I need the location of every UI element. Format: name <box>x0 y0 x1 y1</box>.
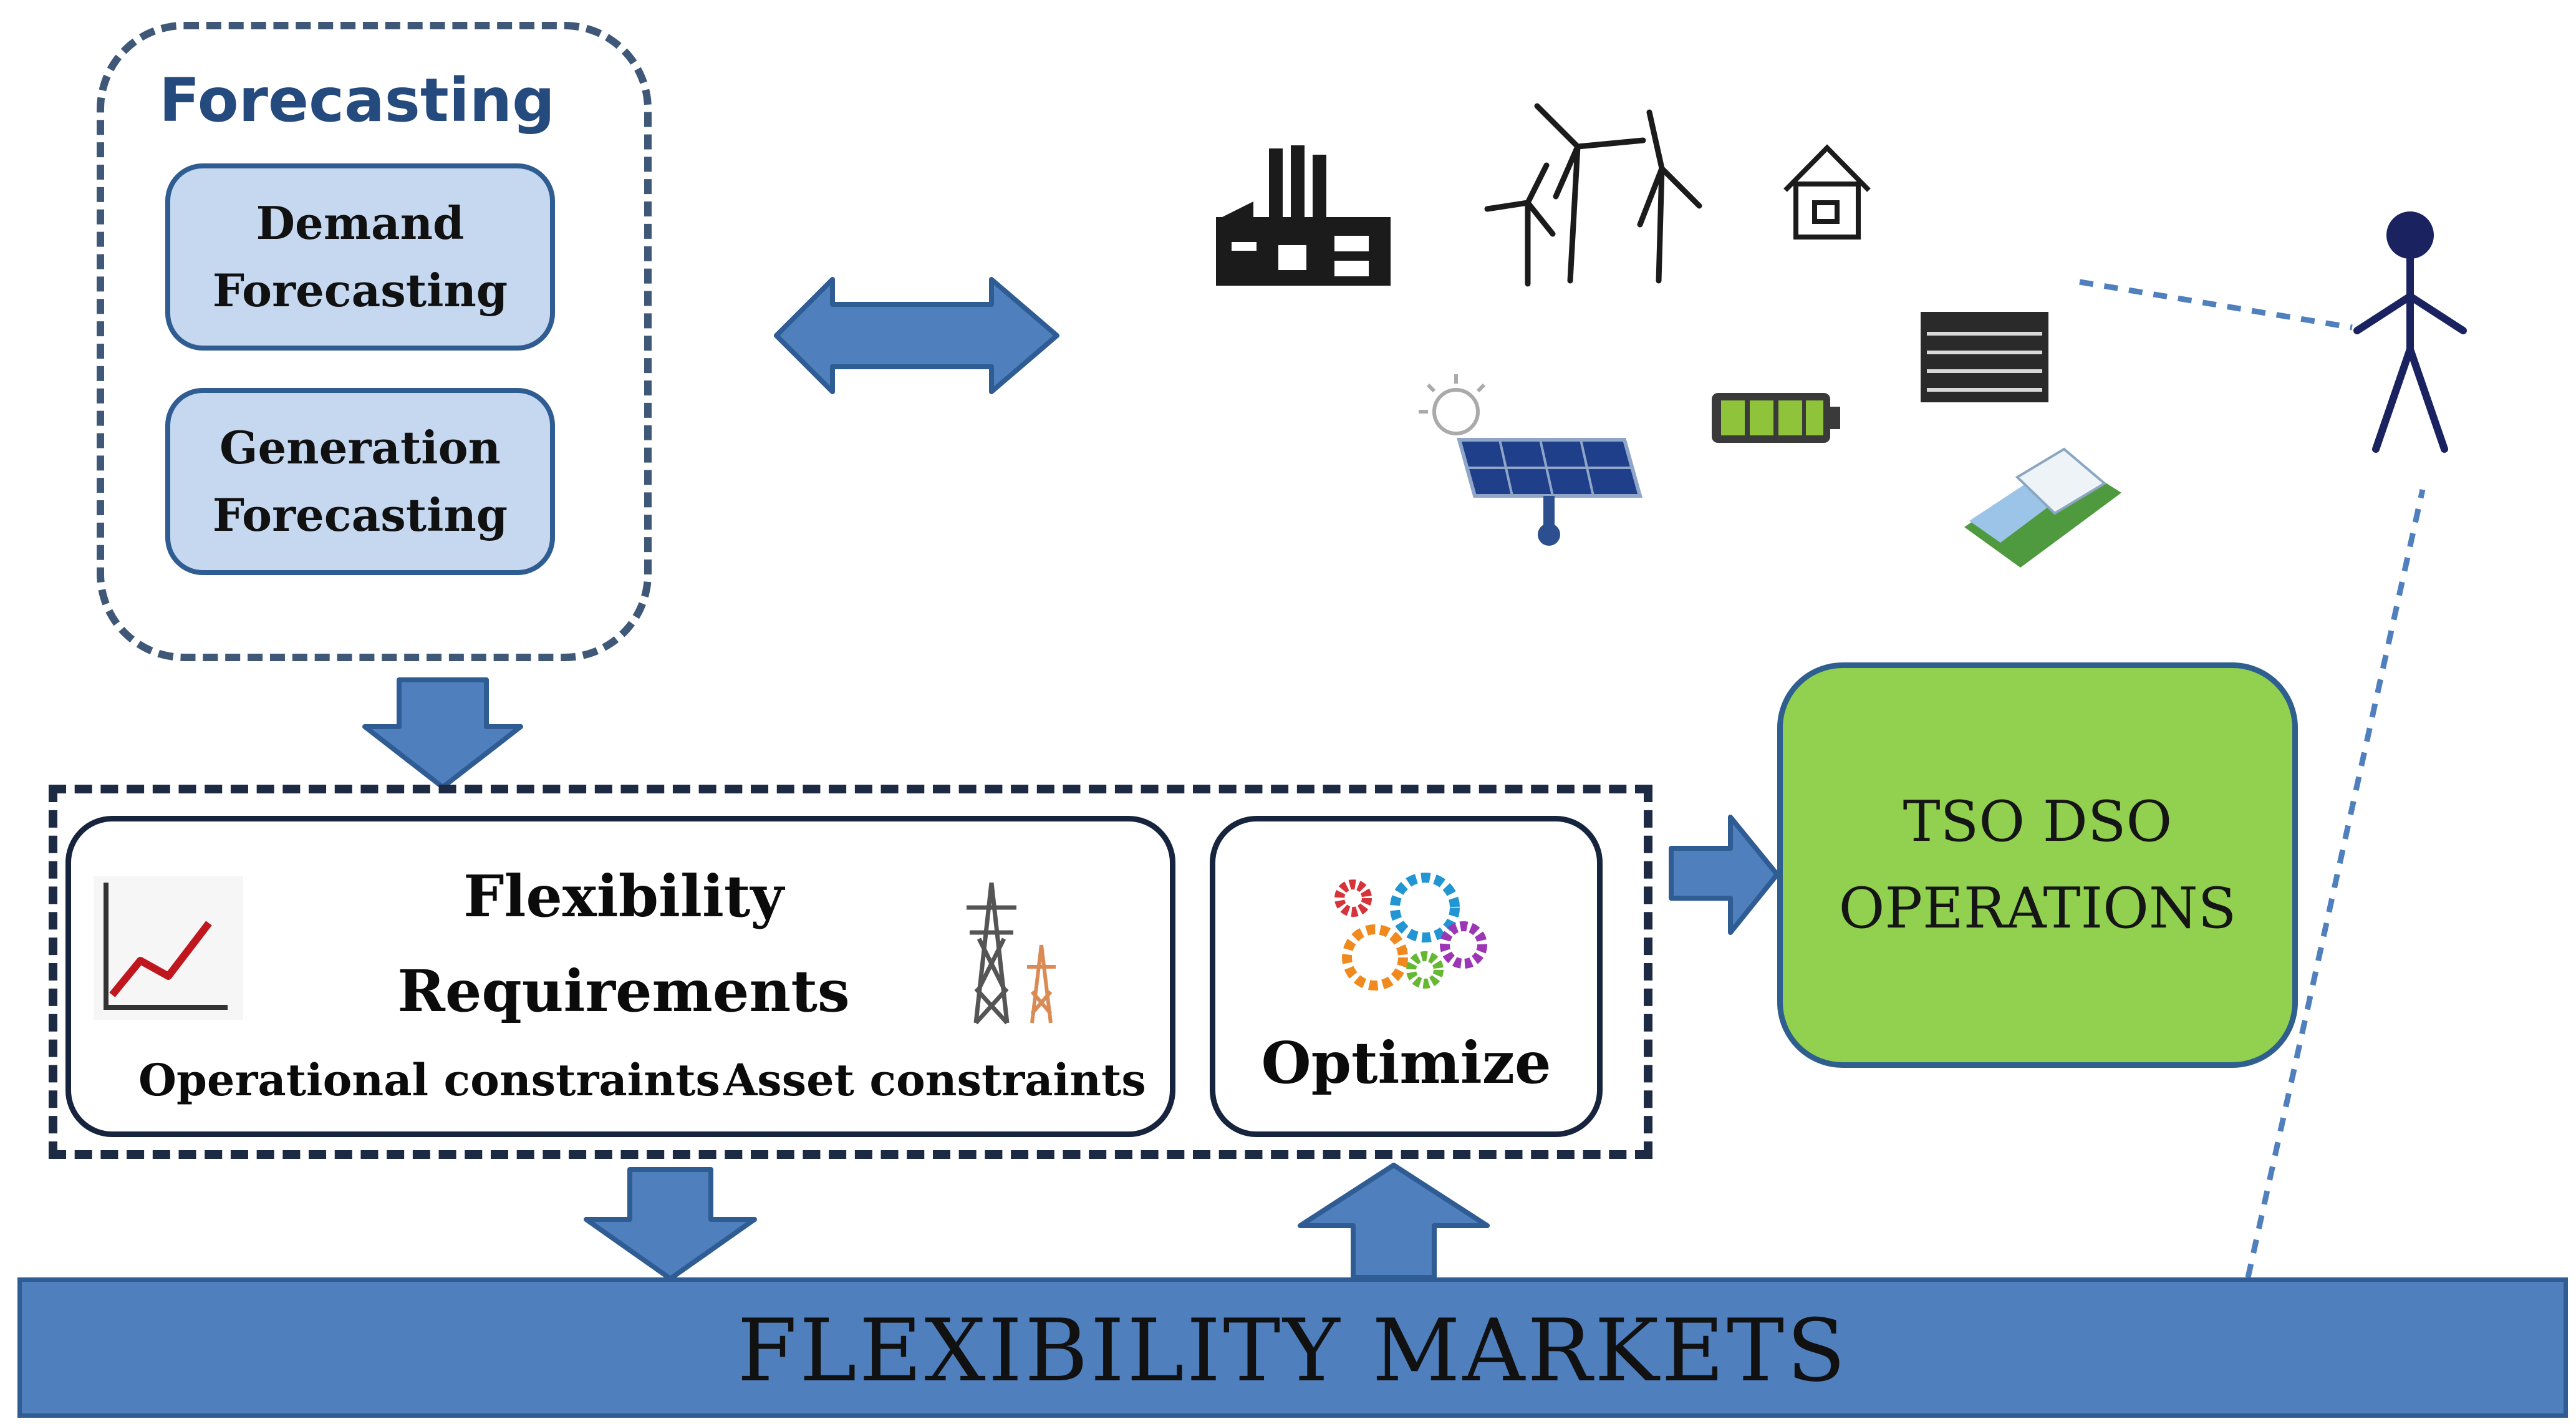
requirements-title-line-2: Requirements <box>397 957 850 1025</box>
battery-icon <box>1712 393 1840 443</box>
demand-forecasting-label-2: Forecasting <box>212 264 508 317</box>
generation-forecasting-label-1: Generation <box>219 421 501 474</box>
asset-constraints-label: Asset constraints <box>723 1054 1146 1106</box>
wind-turbines-icon <box>1484 103 1702 287</box>
person-icon <box>2353 211 2467 453</box>
generation-forecasting-label-2: Forecasting <box>212 488 508 541</box>
factory-icon <box>1216 145 1391 286</box>
tso-label-line-1: TSO DSO <box>1903 788 2173 855</box>
optimize-label: Optimize <box>1261 1029 1551 1097</box>
arrow-down-forecast-icon <box>362 677 523 790</box>
dotted-link-icon <box>2079 279 2353 331</box>
tso-dso-operations-box: TSO DSO OPERATIONS <box>1777 662 2298 1068</box>
office-building-icon <box>1921 312 2048 402</box>
requirements-title-line-1: Flexibility <box>463 863 784 930</box>
transmission-tower-icon <box>967 882 1056 1025</box>
house-icon <box>1783 144 1871 240</box>
flexibility-group <box>49 785 1652 1159</box>
line-chart-icon <box>94 876 243 1020</box>
forecasting-group <box>97 22 652 661</box>
solar-panel-icon <box>1419 374 1643 546</box>
flexibility-requirements-title: Flexibility Requirements <box>349 850 898 1039</box>
generation-forecasting-box: Generation Forecasting <box>165 388 555 575</box>
arrow-up-markets-icon <box>1298 1163 1490 1280</box>
flexibility-markets-label: FLEXIBILITY MARKETS <box>737 1300 1848 1401</box>
dotted-link-icon <box>2245 489 2426 1278</box>
double-arrow-icon <box>774 277 1059 394</box>
demand-forecasting-box: Demand Forecasting <box>165 163 555 351</box>
arrow-down-markets-icon <box>584 1167 757 1281</box>
flexibility-markets-bar: FLEXIBILITY MARKETS <box>17 1277 2568 1418</box>
smart-meter-icon <box>1964 447 2121 568</box>
tso-label-line-2: OPERATIONS <box>1838 876 2237 941</box>
demand-forecasting-label-1: Demand <box>256 196 465 249</box>
optimize-box <box>1210 816 1603 1137</box>
gears-icon <box>1334 873 1487 991</box>
arrow-right-tso-icon <box>1669 815 1780 935</box>
operational-constraints-label: Operational constraints <box>138 1054 720 1106</box>
flexibility-requirements-box <box>65 816 1175 1137</box>
forecasting-title: Forecasting <box>159 65 555 135</box>
